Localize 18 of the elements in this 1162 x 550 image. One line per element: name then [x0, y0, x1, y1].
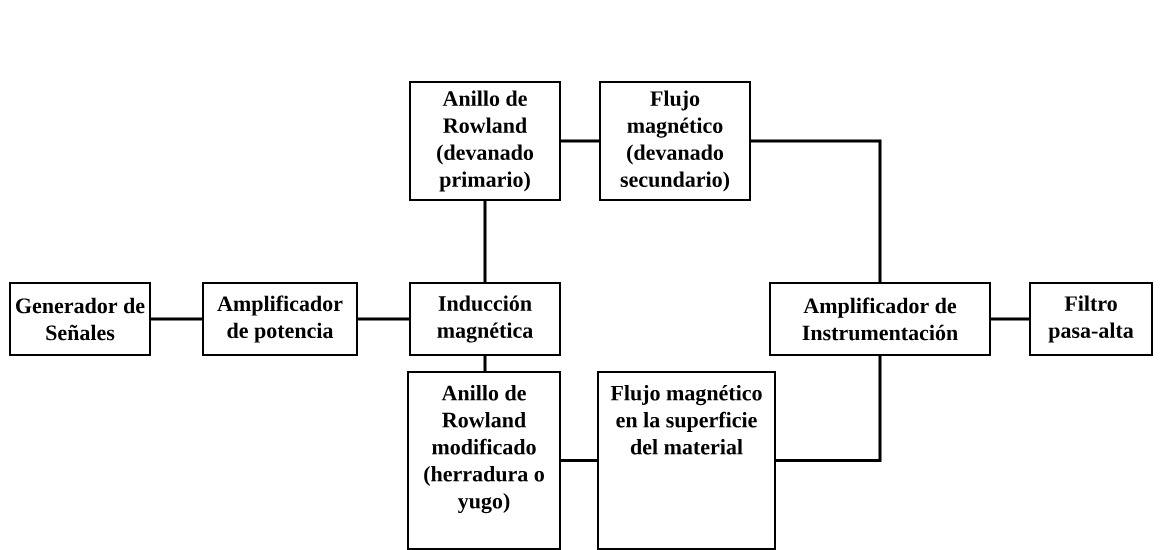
process-box: Flujo magnético en la superficie del material [597, 371, 776, 550]
process-box: Inducción magnética [409, 282, 561, 356]
connector-line [561, 139, 599, 143]
process-box: Generador de Señales [9, 282, 151, 356]
connector-line [483, 201, 487, 282]
process-box: Filtro pasa-alta [1029, 282, 1153, 356]
connector-line [776, 356, 882, 462]
process-box: Flujo magnético (devanado secundario) [599, 81, 751, 201]
connector-line [561, 459, 597, 462]
connector-line [151, 317, 202, 321]
connector-line [991, 317, 1029, 321]
connector-line [483, 356, 487, 371]
connector-line [751, 139, 882, 282]
process-box: Amplificador de potencia [202, 282, 358, 356]
process-box: Amplificador de Instrumentación [769, 282, 991, 356]
process-box: Anillo de Rowland (devanado primario) [409, 81, 561, 201]
process-box: Anillo de Rowland modificado (herradura o yugo) [407, 371, 561, 550]
connector-line [358, 317, 409, 321]
